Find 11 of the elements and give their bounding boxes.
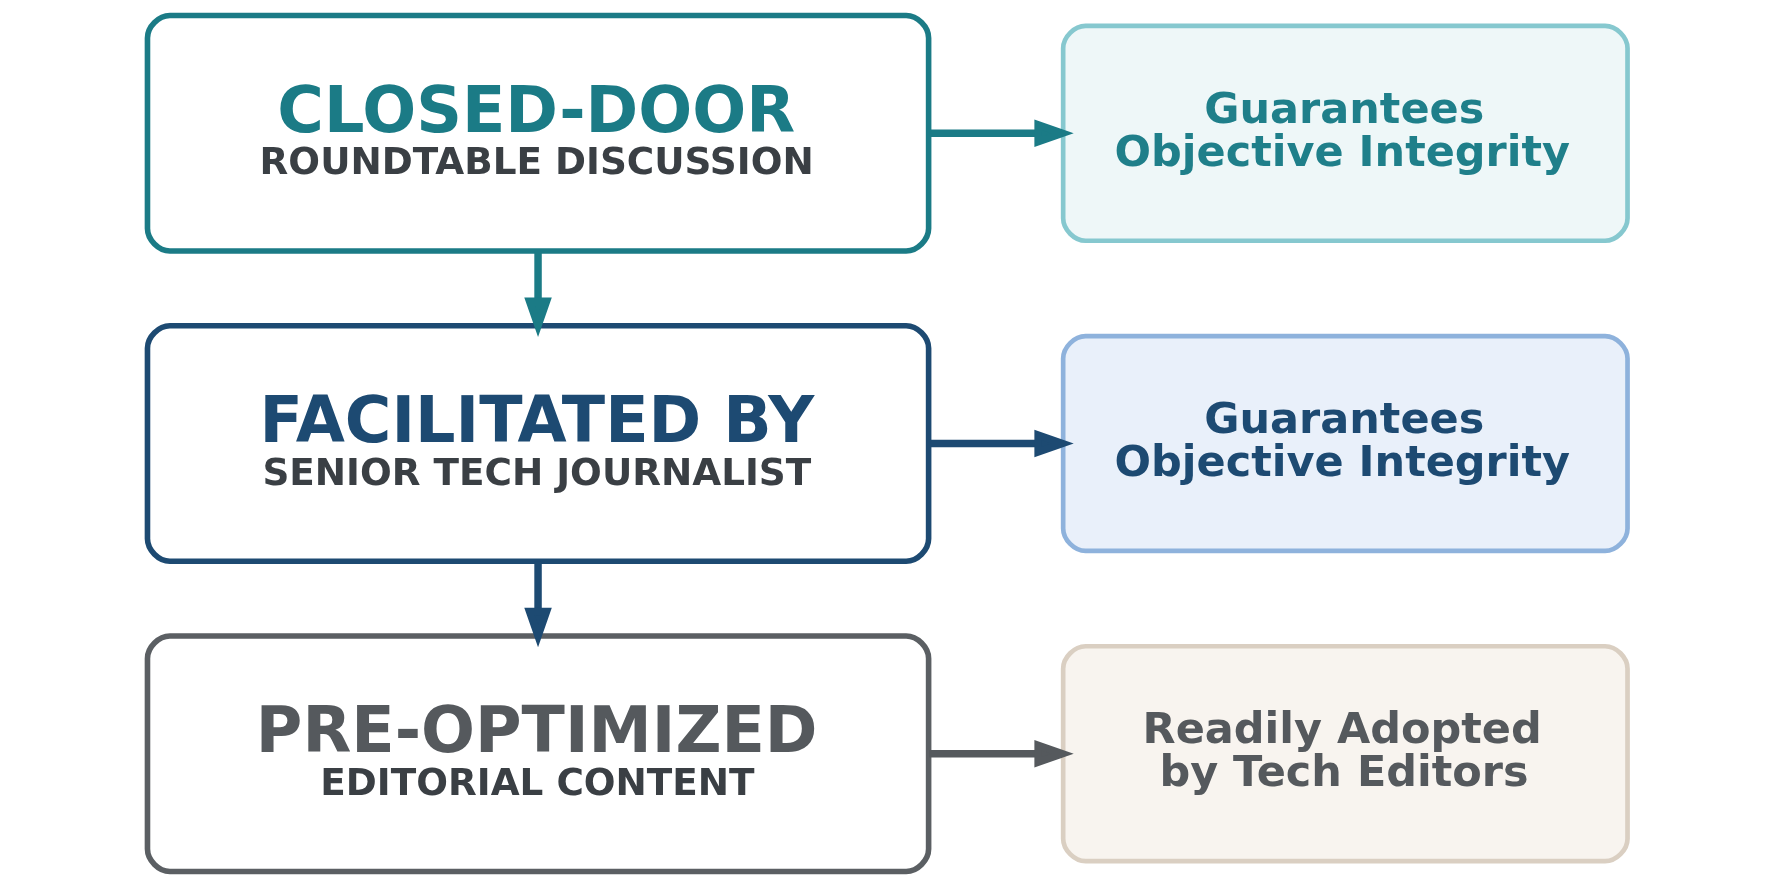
node-box: Guarantees Objective Integrity [1060, 333, 1630, 554]
arrow [928, 739, 1074, 768]
node-box: Guarantees Objective Integrity [1060, 23, 1630, 244]
arrow [928, 119, 1074, 148]
node-box: FACILITATED BY SENIOR TECH JOURNALIST [144, 322, 931, 565]
node-box: CLOSED-DOOR ROUNDTABLE DISCUSSION [144, 12, 931, 254]
node-box: Readily Adopted by Tech Editors [1060, 643, 1630, 864]
node-box: PRE-OPTIMIZED EDITORIAL CONTENT [144, 633, 931, 875]
arrow [523, 561, 552, 648]
arrow [523, 251, 552, 337]
arrow [928, 429, 1074, 458]
